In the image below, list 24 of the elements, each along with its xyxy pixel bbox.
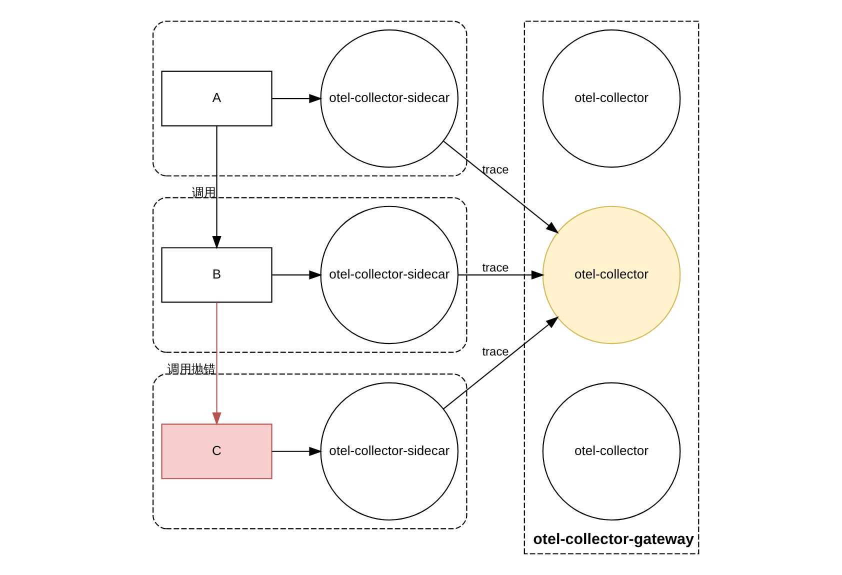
node-circle: otel-collector [542, 29, 680, 168]
node-circle: otel-collector-sidecar [320, 29, 458, 168]
node-box: B [160, 247, 272, 303]
node-circle: otel-collector-sidecar [320, 206, 458, 344]
node-box: A [160, 70, 272, 126]
arrow [212, 126, 221, 250]
edge-label: trace [482, 344, 508, 358]
arrow [271, 94, 322, 104]
arrow [442, 316, 558, 410]
node-circle: otel-collector [542, 382, 680, 521]
arrow [271, 270, 322, 280]
node-box: C [160, 424, 272, 480]
node-circle: otel-collector-sidecar [320, 382, 458, 521]
cluster [152, 374, 467, 530]
arrow [442, 140, 558, 234]
cluster [152, 20, 467, 176]
edge-label: trace [482, 260, 508, 274]
node-circle: otel-collector [542, 206, 680, 344]
arrow [212, 302, 221, 426]
cluster [152, 197, 467, 353]
arrow [458, 270, 544, 280]
edge-label: 调用 [192, 185, 216, 200]
edge-label: trace [482, 162, 508, 176]
arrow [271, 446, 322, 456]
